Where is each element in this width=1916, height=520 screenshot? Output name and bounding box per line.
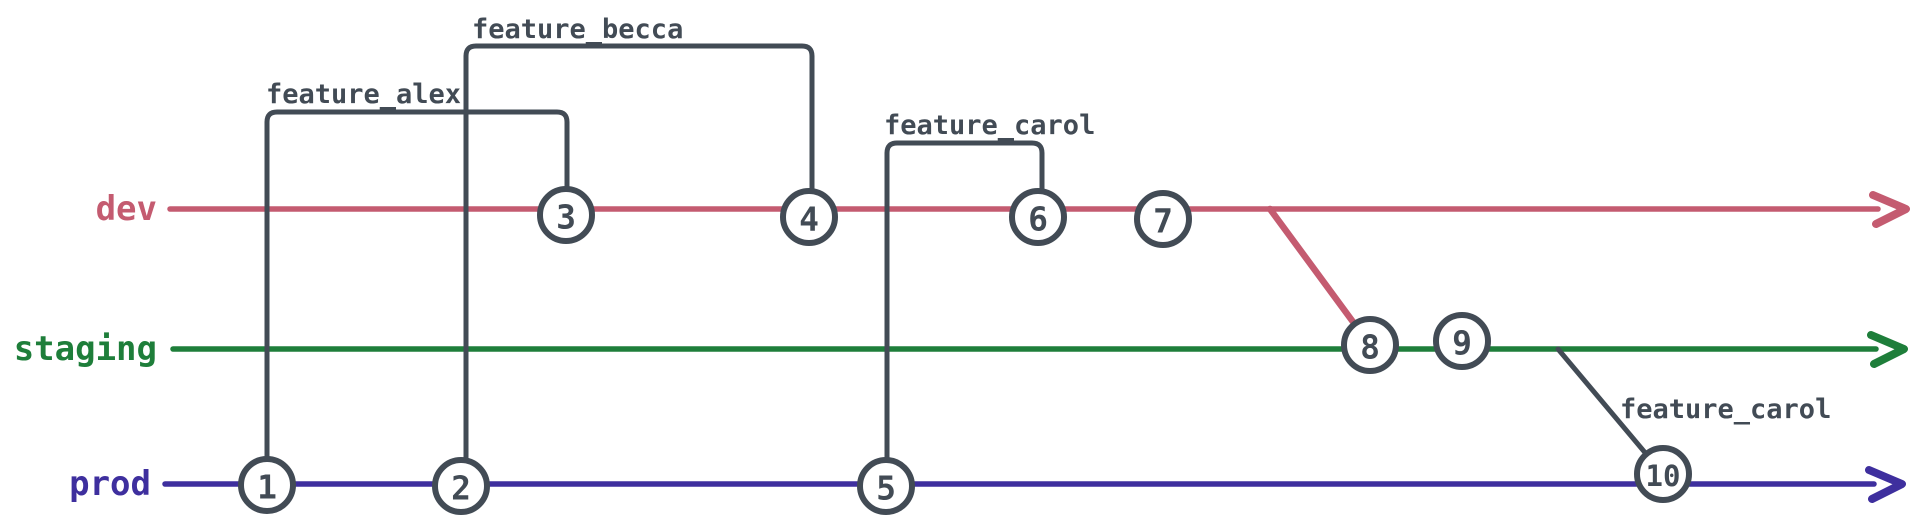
commit-number-6: 6 (1028, 200, 1048, 239)
feature-becca-arc (463, 43, 815, 489)
branch-arrow-staging (1867, 331, 1908, 368)
commit-node-3 (537, 186, 595, 244)
branch-arrow-prod (1865, 466, 1906, 503)
commit-number-1: 1 (257, 468, 277, 507)
feature-carol-label: feature_carol (884, 110, 1095, 141)
commit-node-4 (780, 188, 838, 246)
feature-carol-arc (884, 140, 1045, 489)
branch-label-dev: dev (96, 189, 157, 229)
commit-node-1 (238, 456, 296, 514)
commit-number-2: 2 (451, 469, 471, 508)
commit-number-5: 5 (876, 469, 896, 508)
commit-node-6 (1009, 188, 1067, 246)
branch-arrow-dev (1869, 191, 1910, 228)
commit-number-3: 3 (556, 198, 576, 237)
commit-number-8: 8 (1360, 328, 1380, 367)
branch-label-prod: prod (69, 464, 151, 504)
commit-node-8 (1341, 316, 1399, 374)
commit-node-9 (1433, 312, 1491, 370)
feature-alex-label: feature_alex (266, 79, 461, 110)
commit-node-2 (432, 457, 490, 515)
feature-alex-arc (264, 109, 570, 488)
feature-becca-label: feature_becca (472, 14, 683, 45)
commit-number-4: 4 (799, 200, 819, 239)
commit-number-7: 7 (1153, 202, 1173, 241)
commit-number-9: 9 (1452, 324, 1472, 363)
commit-node-10 (1634, 445, 1692, 503)
commit-node-7 (1134, 190, 1192, 248)
commit-number-10: 10 (1646, 459, 1681, 493)
branch-label-staging: staging (14, 329, 157, 369)
merge-link-staging-into-prod-label: feature_carol (1620, 394, 1831, 425)
commit-node-5 (857, 457, 915, 515)
